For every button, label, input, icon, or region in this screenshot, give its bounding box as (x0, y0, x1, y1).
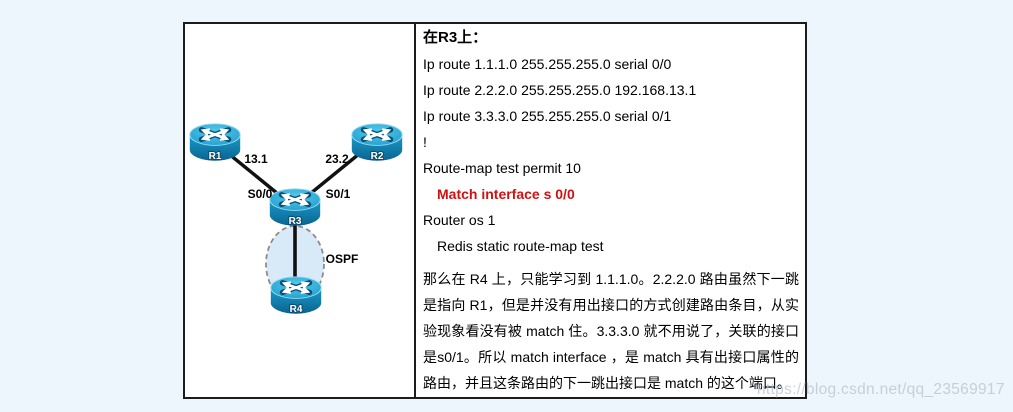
topology-diagram-cell: R1 R2 R3 R4 13.1 23.2 S0/0 S0/1 OSPF (185, 24, 416, 397)
link-r1-r3 (227, 152, 285, 200)
interface-label-s0-1: S0/1 (326, 187, 351, 201)
config-line: Router os 1 (423, 212, 496, 228)
config-text-cell: 在R3上： Ip route 1.1.1.0 255.255.255.0 ser… (416, 24, 805, 397)
config-line: Ip route 1.1.1.0 255.255.255.0 serial 0/… (423, 56, 672, 72)
csdn-watermark: https://blog.csdn.net/qq_23569917 (757, 381, 1005, 398)
config-line: Ip route 3.3.3.0 255.255.255.0 serial 0/… (423, 108, 672, 124)
config-line: Route-map test permit 10 (423, 160, 581, 176)
router-r4-label: R4 (290, 304, 303, 315)
router-r3-label: R3 (289, 216, 302, 227)
topology-svg: R1 R2 R3 R4 13.1 23.2 S0/0 S0/1 OSPF (185, 24, 412, 397)
config-line: ! (423, 134, 427, 150)
ip-label-23-2: 23.2 (325, 152, 349, 166)
ip-label-13-1: 13.1 (244, 152, 268, 166)
interface-label-s0-0: S0/0 (248, 187, 273, 201)
config-line: Match interface s 0/0 (437, 186, 575, 202)
analysis-paragraph: 那么在 R4 上，只能学习到 1.1.1.0。2.2.2.0 路由虽然下一跳是指… (423, 271, 799, 391)
router-r1-label: R1 (209, 151, 222, 162)
link-r2-r3 (303, 152, 361, 200)
router-r2-label: R2 (371, 151, 384, 162)
config-line: Redis static route-map test (437, 238, 604, 254)
config-lines: Ip route 1.1.1.0 255.255.255.0 serial 0/… (423, 51, 799, 259)
ospf-label: OSPF (326, 252, 359, 266)
config-title: 在R3上： (423, 29, 488, 46)
config-line: Ip route 2.2.2.0 255.255.255.0 192.168.1… (423, 82, 697, 98)
content-table: R1 R2 R3 R4 13.1 23.2 S0/0 S0/1 OSPF 在R3… (183, 22, 807, 399)
